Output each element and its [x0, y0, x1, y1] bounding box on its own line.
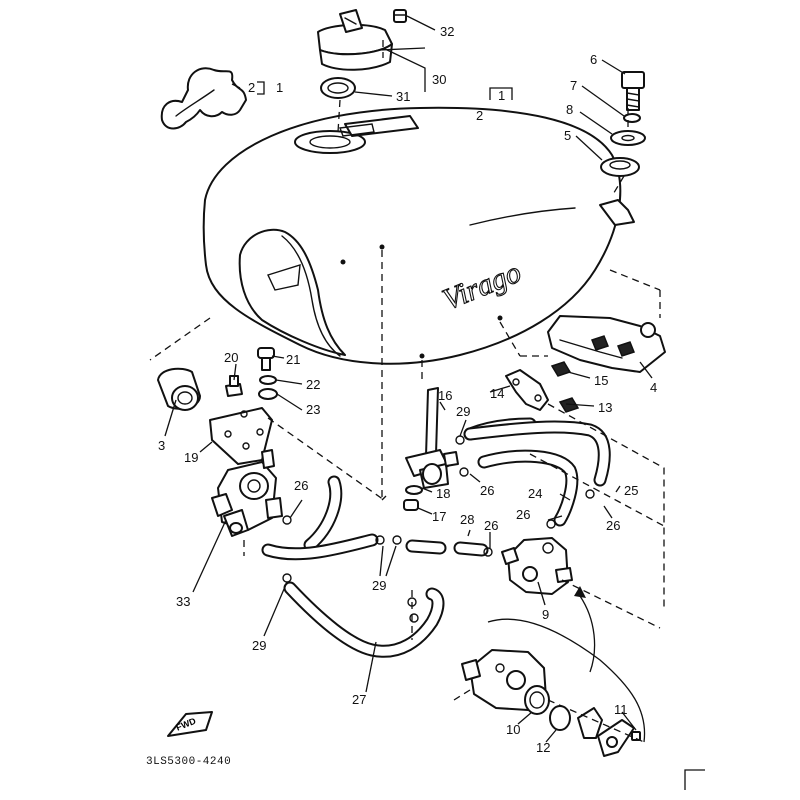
label-26-right: 26 — [516, 507, 530, 522]
fuel-filter-9 — [501, 537, 573, 595]
label-7: 7 — [570, 78, 577, 93]
corner-mark — [684, 769, 705, 790]
bolt-13 — [558, 397, 580, 413]
hose-25 — [463, 420, 611, 487]
label-29-mid: 29 — [372, 578, 386, 593]
label-2-left: 2 — [248, 80, 255, 95]
hose-27 — [283, 581, 445, 658]
label-29-top: 29 — [456, 404, 470, 419]
washer-18 — [405, 485, 423, 495]
label-12: 12 — [536, 740, 550, 755]
label-27: 27 — [352, 692, 366, 707]
diaphragm-10 — [524, 685, 550, 715]
fuel-pump-33 — [211, 449, 283, 537]
label-25: 25 — [624, 483, 638, 498]
screw-21 — [257, 347, 275, 371]
washer-7 — [623, 113, 641, 123]
hose-24 — [477, 449, 579, 527]
bracket-4 — [547, 315, 666, 373]
label-24: 24 — [528, 486, 542, 501]
label-1-top: 1 — [498, 88, 505, 103]
leader-lines — [164, 15, 653, 743]
fuel-cap-assembly — [317, 9, 407, 71]
label-26-cock: 26 — [480, 483, 494, 498]
label-5: 5 — [564, 128, 571, 143]
label-10: 10 — [506, 722, 520, 737]
label-2-top: 2 — [476, 108, 483, 123]
label-28: 28 — [460, 512, 474, 527]
label-30: 30 — [432, 72, 446, 87]
part-labels: 32 30 31 1 2 2 1 6 7 8 5 4 15 13 14 20 2… — [158, 24, 657, 755]
label-31: 31 — [396, 89, 410, 104]
fuel-cock — [405, 387, 459, 489]
hose-28 — [405, 539, 489, 557]
bolt-15 — [550, 361, 572, 377]
label-9: 9 — [542, 607, 549, 622]
diagram-code: 3LS5300-4240 — [146, 756, 231, 768]
label-32: 32 — [440, 24, 454, 39]
label-16: 16 — [438, 388, 452, 403]
label-21: 21 — [286, 352, 300, 367]
label-14: 14 — [490, 386, 504, 401]
bracket-14 — [505, 369, 549, 411]
label-6: 6 — [590, 52, 597, 67]
hose-lower — [261, 533, 379, 561]
label-13: 13 — [598, 400, 612, 415]
assembly-guide-lines — [149, 40, 665, 743]
label-33: 33 — [176, 594, 190, 609]
cap-3 — [157, 367, 201, 411]
label-17: 17 — [432, 509, 446, 524]
screw-17 — [403, 499, 419, 511]
fuel-tank: Virago — [202, 106, 635, 365]
label-26-far: 26 — [606, 518, 620, 533]
hose-left-26 — [303, 475, 343, 552]
label-3: 3 — [158, 438, 165, 453]
fwd-arrow-icon: FWD — [167, 711, 213, 737]
cap-gasket — [320, 77, 356, 99]
washer-22 — [259, 375, 277, 385]
label-8: 8 — [566, 102, 573, 117]
bolt-20 — [225, 375, 243, 397]
label-20: 20 — [224, 350, 238, 365]
cover-11 — [577, 707, 641, 757]
tank-emblem — [160, 67, 247, 130]
label-22: 22 — [306, 377, 320, 392]
o-ring-12 — [549, 705, 571, 731]
label-11: 11 — [614, 702, 628, 717]
label-26-mid: 26 — [484, 518, 498, 533]
pump-body — [461, 649, 547, 711]
label-29-low: 29 — [252, 638, 266, 653]
label-1-left: 1 — [276, 80, 283, 95]
label-15: 15 — [594, 373, 608, 388]
washer-8 — [610, 130, 646, 146]
label-4: 4 — [650, 380, 657, 395]
label-19: 19 — [184, 450, 198, 465]
label-23: 23 — [306, 402, 320, 417]
label-26-left: 26 — [294, 478, 308, 493]
label-18: 18 — [436, 486, 450, 501]
damper-5 — [600, 157, 640, 177]
washer-23 — [258, 388, 278, 400]
bolt-6 — [621, 71, 645, 111]
